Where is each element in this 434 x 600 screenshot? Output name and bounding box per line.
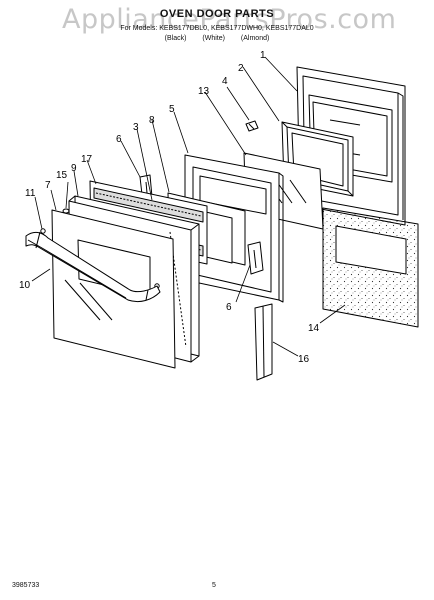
callout-1: 1 [260, 50, 266, 61]
part-6-hinge-lower [247, 241, 264, 275]
callout-4: 4 [222, 76, 228, 87]
color-list: (Black) (White) (Almond) [0, 35, 434, 42]
callout-6-upper: 6 [116, 134, 122, 145]
document-number: 3985733 [12, 582, 40, 589]
callout-3: 3 [133, 122, 139, 133]
callout-10: 10 [19, 280, 31, 291]
callout-17: 17 [81, 154, 93, 165]
part-14-insulation-pad [322, 207, 419, 328]
page-title: OVEN DOOR PARTS [159, 8, 275, 20]
callout-2: 2 [238, 63, 244, 74]
callout-7: 7 [45, 180, 51, 191]
part-4-bracket [245, 120, 259, 132]
part-10-door-handle [25, 231, 161, 303]
part-16-channel [254, 303, 273, 381]
part-15-clip [62, 208, 70, 214]
color-black: (Black) [164, 35, 187, 42]
callout-9: 9 [71, 163, 77, 174]
page-number: 5 [212, 582, 216, 589]
callout-13: 13 [198, 86, 210, 97]
callout-5: 5 [169, 104, 175, 115]
callout-11: 11 [25, 188, 36, 199]
callout-16: 16 [298, 354, 310, 365]
callout-6-lower: 6 [226, 302, 232, 313]
callout-14: 14 [308, 323, 320, 334]
callout-8: 8 [149, 115, 155, 126]
color-almond: (Almond) [240, 35, 270, 42]
watermark: AppliancePartsPros.com [62, 4, 397, 35]
callout-15: 15 [56, 170, 68, 181]
model-list: For Models: KEBS177DBL0, KEBS177DWH0, KE… [120, 25, 314, 32]
color-white: (White) [202, 35, 225, 42]
